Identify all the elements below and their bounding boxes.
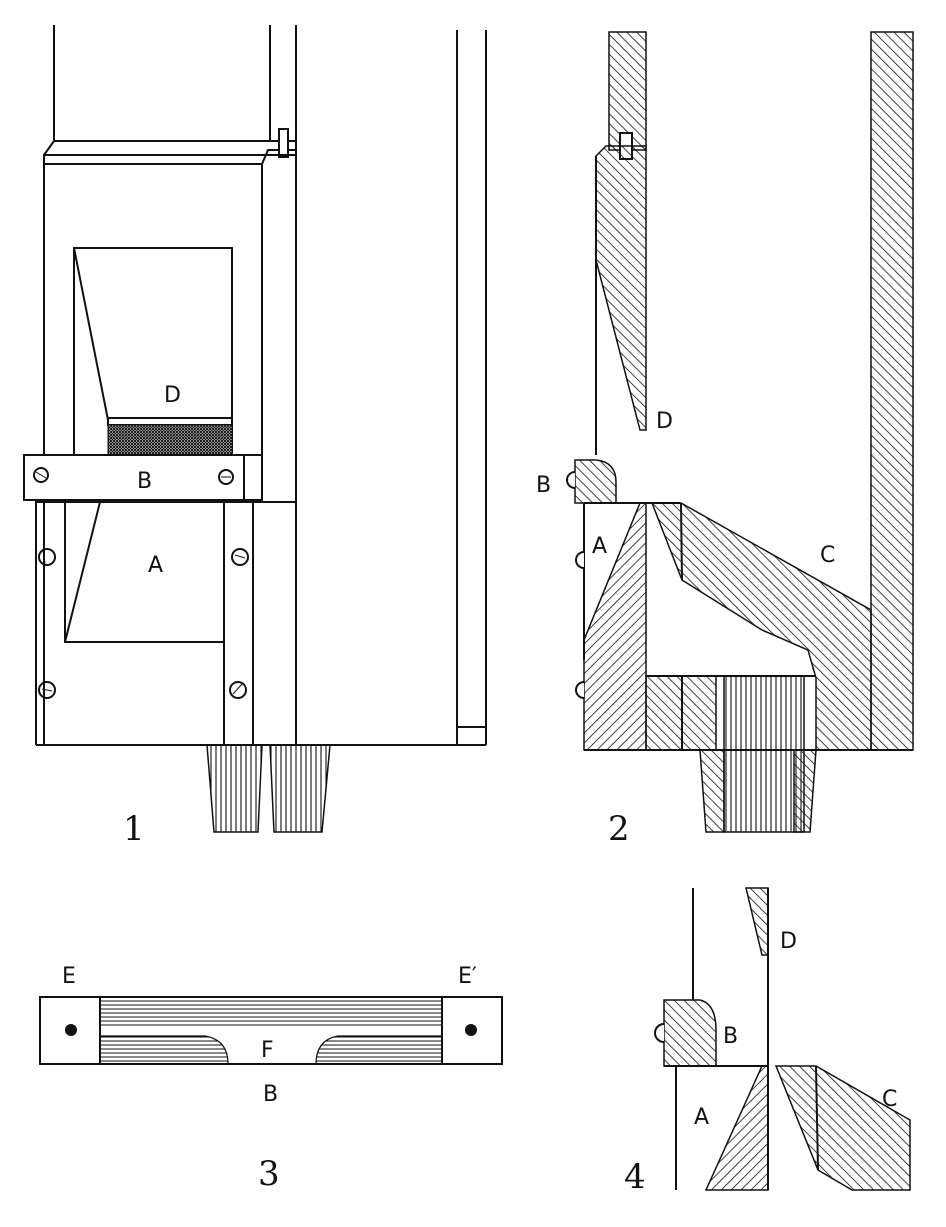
bolt-hole-icon xyxy=(65,1024,77,1036)
screw-icon xyxy=(38,548,56,566)
fig3-label-e: E xyxy=(62,964,76,989)
fig4-label-c: C xyxy=(882,1087,897,1112)
fig2-label-d: D xyxy=(656,409,673,434)
fig3-label-e-prime: E′ xyxy=(458,964,477,989)
fig3-label-f: F xyxy=(261,1038,274,1063)
fig3-label-b: B xyxy=(263,1082,278,1107)
figure-number-3: 3 xyxy=(258,1154,280,1194)
screw-icon xyxy=(229,681,247,699)
screw-icon xyxy=(575,551,585,569)
screw-icon xyxy=(38,681,56,699)
figure-1: D B A 1 xyxy=(23,25,487,849)
screw-icon xyxy=(33,467,49,483)
fig2-label-a: A xyxy=(592,534,607,559)
fig4-label-d: D xyxy=(780,929,797,954)
screw-icon xyxy=(654,1023,665,1043)
fig4-label-a: A xyxy=(694,1105,709,1130)
figure-number-2: 2 xyxy=(608,809,630,849)
fig2-label-b: B xyxy=(536,473,551,498)
fig4-label-b: B xyxy=(723,1024,738,1049)
fig1-label-a: A xyxy=(148,553,163,578)
fig1-label-b: B xyxy=(137,469,152,494)
bolt-hole-icon xyxy=(465,1024,477,1036)
fig2-label-c: C xyxy=(820,543,835,568)
figure-number-4: 4 xyxy=(624,1157,646,1197)
figure-number-1: 1 xyxy=(123,809,145,849)
screw-icon xyxy=(231,548,249,566)
figure-3: E E′ F B 3 xyxy=(39,964,503,1194)
screw-icon xyxy=(575,681,585,699)
screw-icon xyxy=(566,471,576,489)
figure-4: D B A C 4 xyxy=(624,887,911,1197)
figure-2: D B A C 2 xyxy=(536,31,914,849)
fig1-label-d: D xyxy=(164,383,181,408)
screw-icon xyxy=(218,469,234,485)
